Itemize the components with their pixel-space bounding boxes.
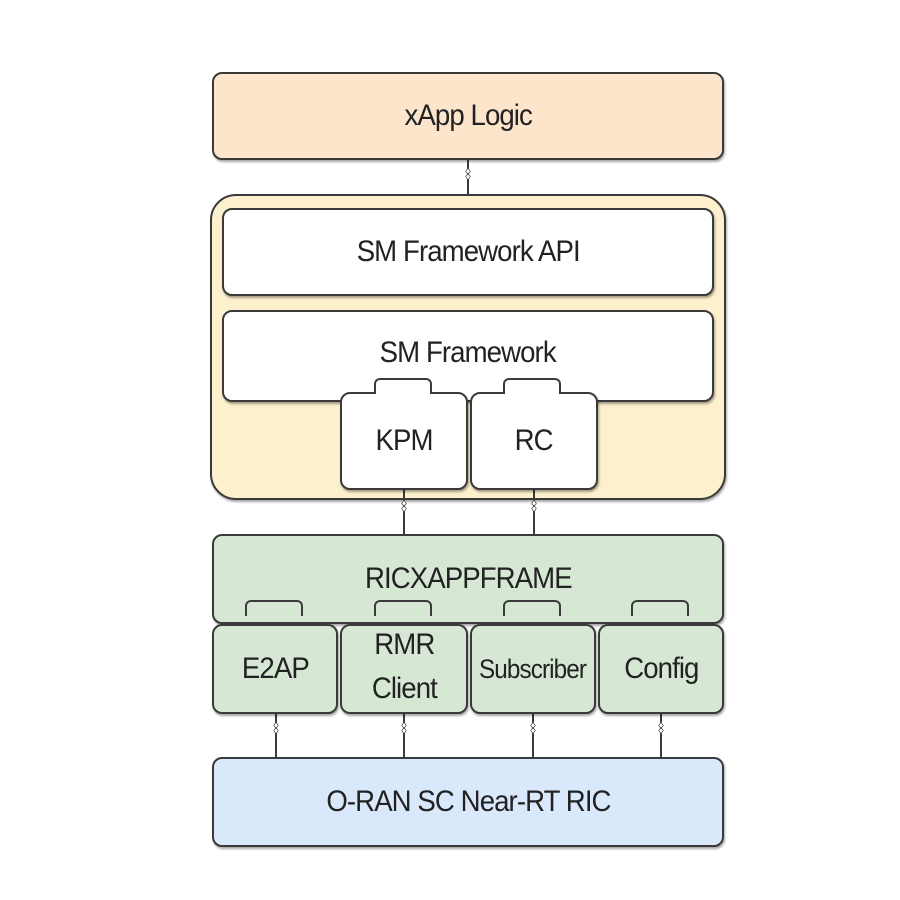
- e2ap-label: E2AP: [241, 652, 310, 685]
- sm-framework-label: SM Framework: [379, 336, 557, 369]
- near-rt-ric-box: O-RAN SC Near-RT RIC: [212, 757, 724, 847]
- connector-kpm-ricxappframe: [403, 490, 405, 536]
- rc-tab: [503, 378, 561, 394]
- config-label: Config: [623, 652, 699, 685]
- rc-label: RC: [514, 424, 554, 457]
- e2ap-tab: [245, 600, 303, 616]
- rc-module: RC: [470, 392, 598, 490]
- bidirectional-arrow-icon: [531, 500, 537, 512]
- xapp-logic-label: xApp Logic: [404, 99, 532, 132]
- ricxappframe-label: RICXAPPFRAME: [364, 562, 573, 595]
- bidirectional-arrow-icon: [530, 722, 536, 734]
- rmr-client-module: RMR Client: [340, 624, 468, 714]
- rmr-client-tab: [374, 600, 432, 616]
- e2ap-module: E2AP: [212, 624, 338, 714]
- sm-framework-api-label: SM Framework API: [356, 235, 580, 268]
- connector-e2ap-ric: [275, 714, 277, 760]
- connector-rmr-ric: [403, 714, 405, 760]
- sm-framework-api-box: SM Framework API: [222, 208, 714, 296]
- connector-subscriber-ric: [532, 714, 534, 760]
- subscriber-tab: [503, 600, 561, 616]
- xapp-logic-box: xApp Logic: [212, 72, 724, 160]
- bidirectional-arrow-icon: [465, 168, 471, 180]
- sm-framework-box: SM Framework: [222, 310, 714, 402]
- config-module: Config: [598, 624, 724, 714]
- config-tab: [631, 600, 689, 616]
- kpm-tab: [374, 378, 432, 394]
- subscriber-label: Subscriber: [479, 653, 587, 684]
- connector-xapp-sm: [467, 160, 469, 202]
- bidirectional-arrow-icon: [401, 500, 407, 512]
- rmr-client-label: RMR Client: [371, 628, 437, 705]
- subscriber-module: Subscriber: [470, 624, 596, 714]
- kpm-module: KPM: [340, 392, 468, 490]
- kpm-label: KPM: [375, 424, 433, 457]
- near-rt-ric-label: O-RAN SC Near-RT RIC: [325, 785, 611, 818]
- bidirectional-arrow-icon: [658, 722, 664, 734]
- bidirectional-arrow-icon: [401, 722, 407, 734]
- connector-rc-ricxappframe: [533, 490, 535, 536]
- bidirectional-arrow-icon: [273, 722, 279, 734]
- connector-config-ric: [660, 714, 662, 760]
